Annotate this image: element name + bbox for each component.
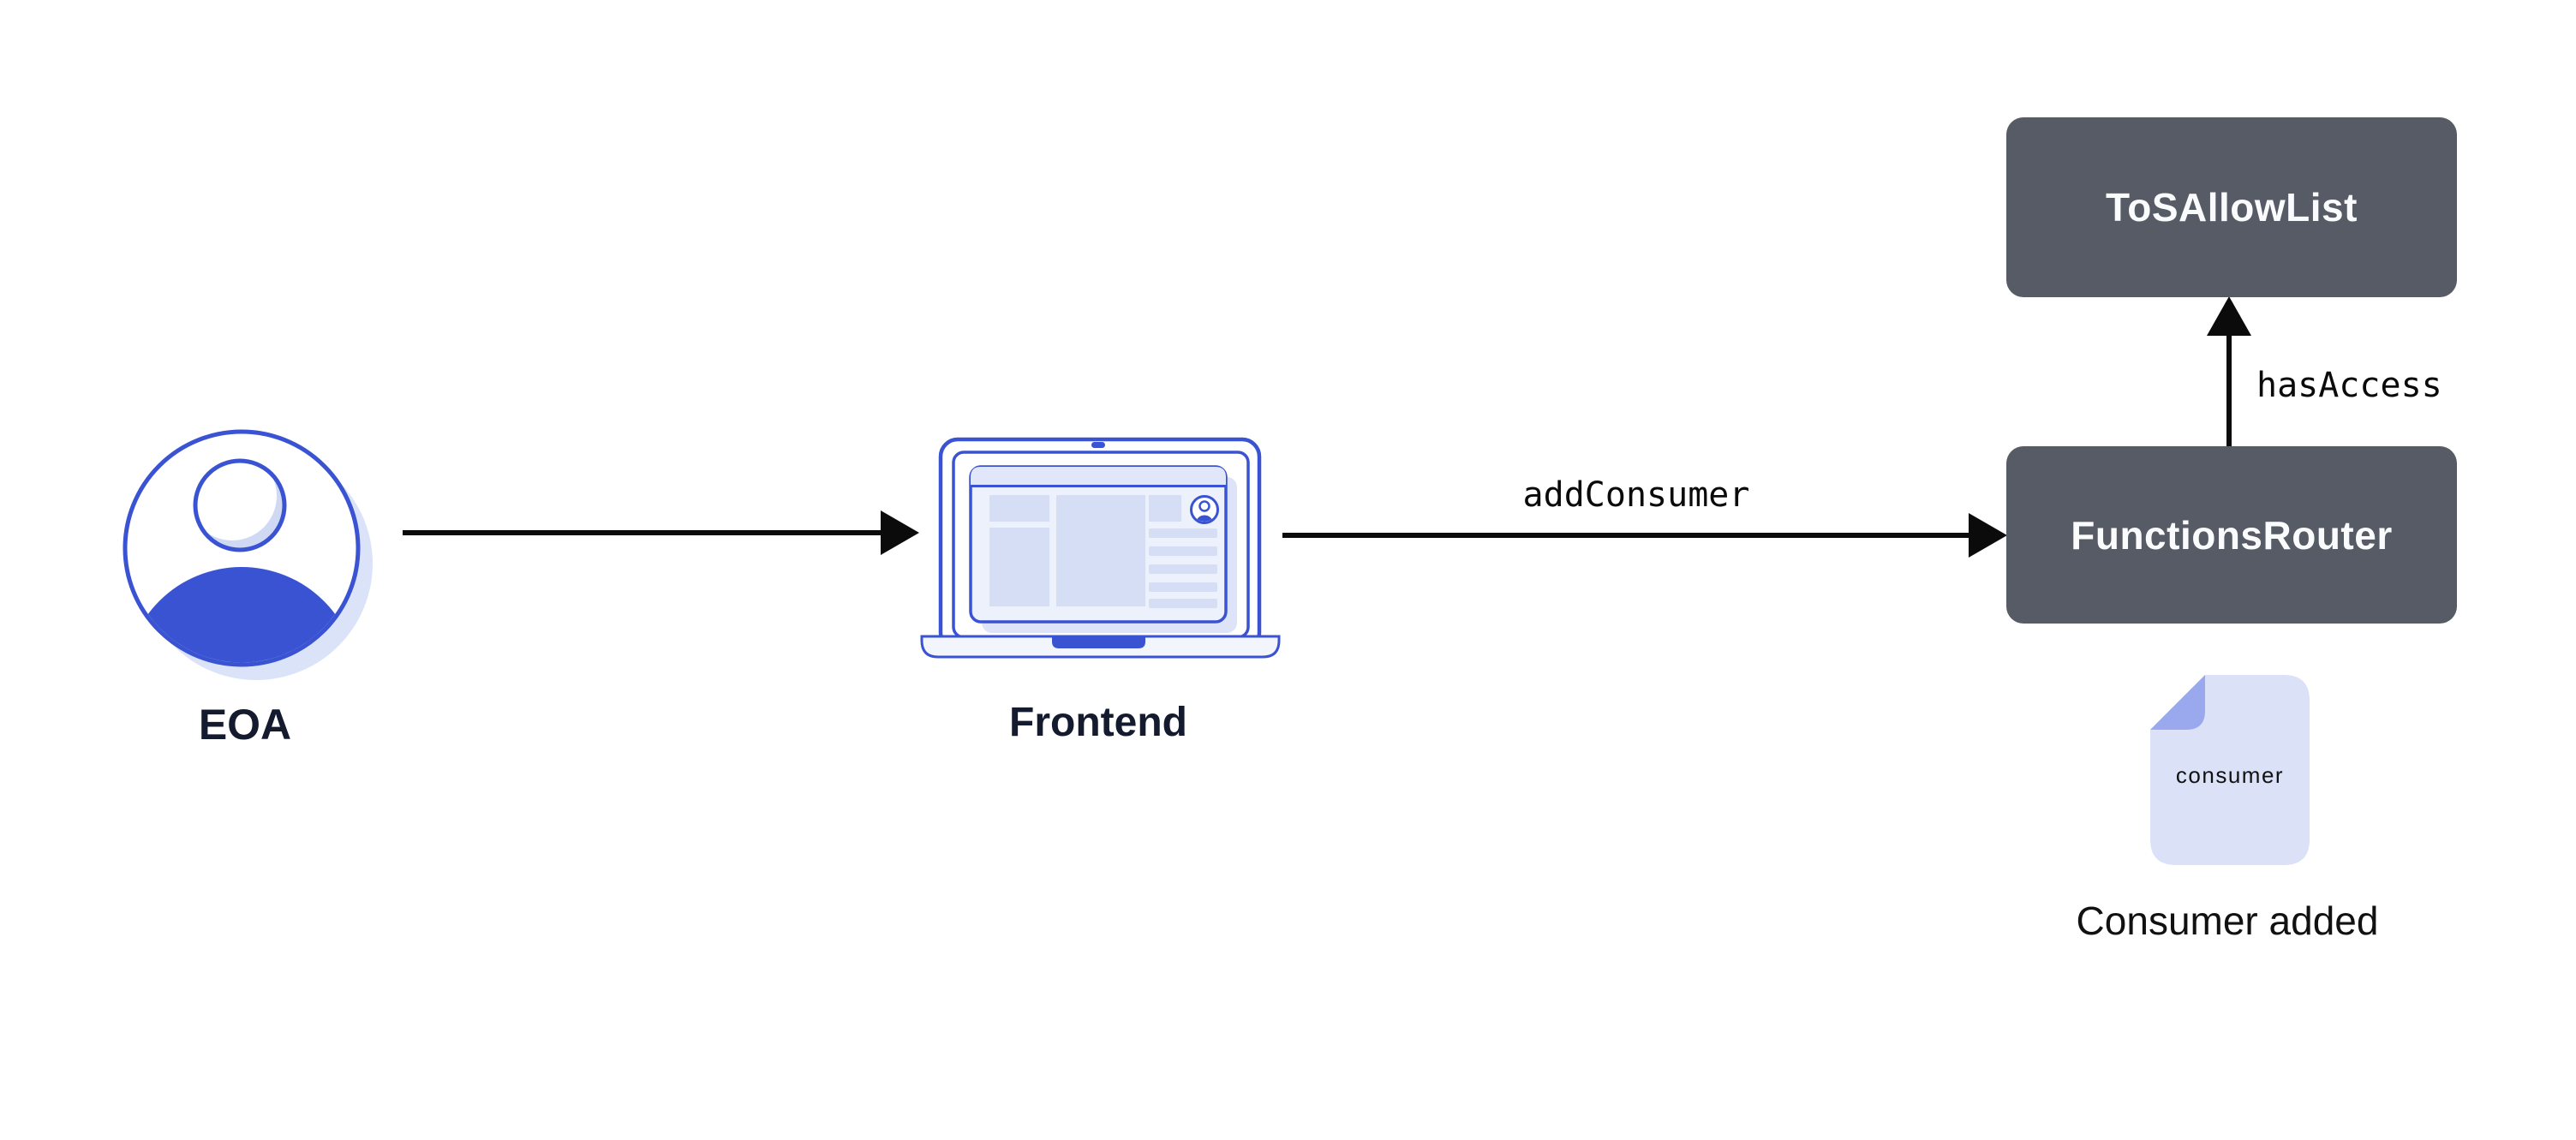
has-access-edge-label: hasAccess bbox=[2256, 366, 2442, 405]
tos-allow-list-label: ToSAllowList bbox=[2106, 185, 2358, 230]
tos-allow-list-node: ToSAllowList bbox=[2006, 117, 2457, 297]
frontend-node-label: Frontend bbox=[1009, 700, 1187, 745]
user-avatar-icon bbox=[123, 429, 373, 680]
functions-router-label: FunctionsRouter bbox=[2071, 512, 2393, 558]
eoa-node-label: EOA bbox=[198, 701, 292, 749]
functions-router-node: FunctionsRouter bbox=[2006, 446, 2457, 624]
arrow-frontend-to-functions-router bbox=[1282, 513, 2007, 558]
add-consumer-edge-label: addConsumer bbox=[1522, 475, 1750, 515]
arrow-functions-router-to-tos-allow-list bbox=[2207, 296, 2251, 446]
consumer-added-caption: Consumer added bbox=[2076, 898, 2379, 943]
document-file-icon bbox=[2150, 675, 2310, 865]
consumer-file-label: consumer bbox=[2175, 762, 2285, 788]
browser-user-icon bbox=[1190, 495, 1219, 524]
laptop-browser-icon bbox=[920, 437, 1281, 659]
arrow-eoa-to-frontend bbox=[403, 510, 919, 555]
